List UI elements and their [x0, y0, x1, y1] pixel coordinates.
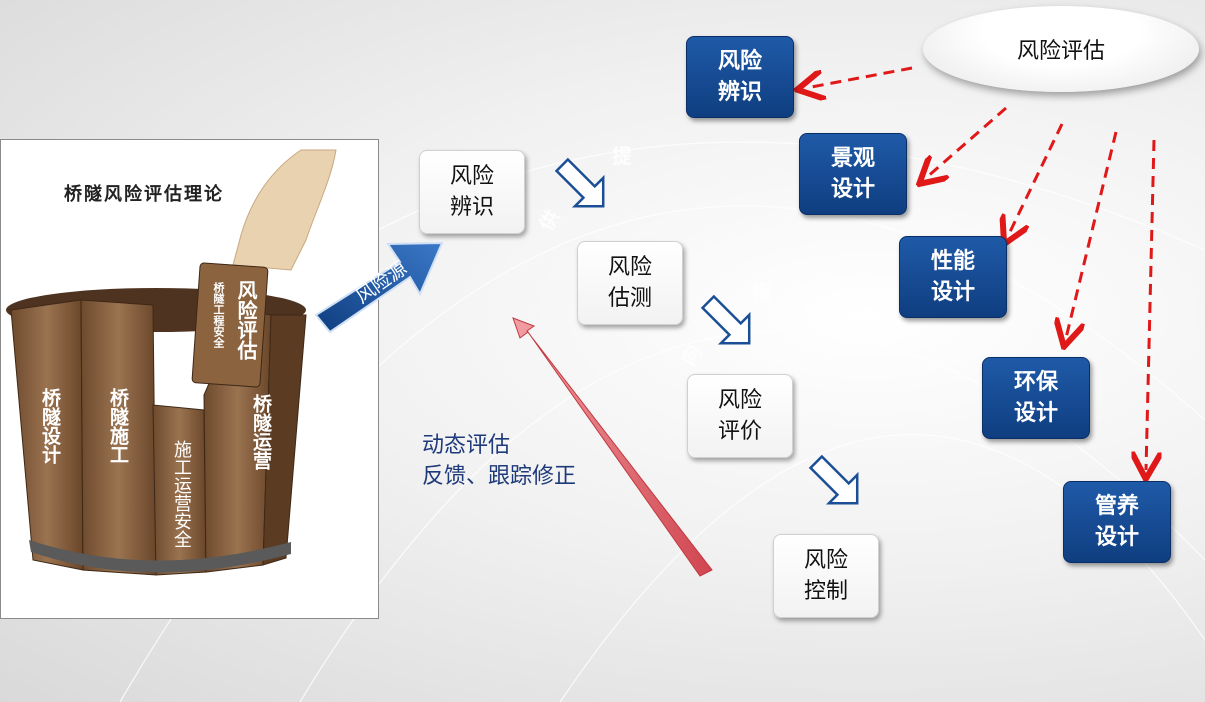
feedback-line1: 动态评估	[422, 433, 511, 458]
bucket-drawing	[6, 149, 337, 576]
stave-label-operation: 桥隧运营	[250, 394, 272, 470]
feedback-text: 动态评估 反馈、跟踪修正	[422, 430, 576, 492]
design-line2: 设计	[830, 177, 875, 202]
design-line1: 性能	[930, 249, 975, 274]
stave-label-construction: 桥隧施工	[107, 388, 129, 464]
design-line1: 风险	[717, 49, 762, 74]
step-arrow-label-1: 提	[612, 144, 632, 168]
design-box-maintenance: 管养设计	[1063, 481, 1171, 563]
step-line1: 风险	[803, 548, 848, 573]
design-box-environment: 环保设计	[982, 357, 1090, 439]
step-line2: 估测	[607, 286, 652, 311]
design-box-identification: 风险辨识	[686, 36, 794, 118]
design-line2: 辨识	[717, 80, 762, 105]
card-main-label: 风险评估	[234, 280, 258, 360]
card-sub-label: 桥隧工程安全	[212, 282, 225, 348]
design-line2: 设计	[1013, 401, 1058, 426]
design-line2: 设计	[930, 280, 975, 305]
stave-label-design: 桥隧设计	[39, 388, 61, 464]
design-line1: 环保	[1013, 370, 1058, 395]
design-box-performance: 性能设计	[899, 236, 1007, 318]
feedback-line2: 反馈、跟踪修正	[422, 464, 577, 489]
step-line1: 风险	[449, 164, 494, 189]
illustration-title: 桥隧风险评估理论	[64, 184, 224, 205]
assessment-hub: 风险评估	[923, 6, 1199, 92]
step-line2: 控制	[803, 579, 848, 604]
step-line1: 风险	[717, 388, 762, 413]
step-arrow-label-3: 指	[752, 280, 772, 304]
design-line2: 设计	[1094, 525, 1139, 550]
step-risk-evaluation: 风险评价	[687, 374, 793, 458]
stave-label-safety: 施工运营安全	[171, 440, 192, 548]
design-line1: 管养	[1094, 494, 1139, 519]
step-risk-estimation: 风险估测	[577, 241, 683, 325]
step-line2: 评价	[717, 419, 762, 444]
step-risk-identification: 风险辨识	[419, 150, 525, 234]
step-line1: 风险	[607, 255, 652, 280]
design-line1: 景观	[830, 146, 875, 171]
step-risk-control: 风险控制	[773, 534, 879, 618]
bucket-illustration	[0, 139, 379, 619]
design-box-landscape: 景观设计	[799, 133, 907, 215]
step-line2: 辨识	[449, 195, 494, 220]
